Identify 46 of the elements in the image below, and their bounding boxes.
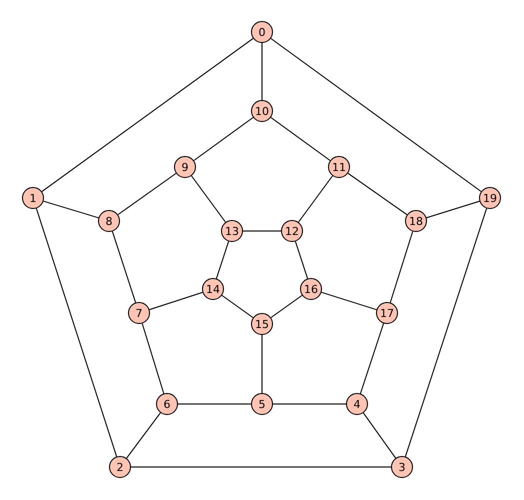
vertex-circle: 2 — [109, 456, 131, 478]
edge-line — [404, 208, 488, 458]
edge-line — [294, 240, 308, 280]
edge-line — [130, 466, 392, 468]
vertex-circle: 15 — [251, 313, 273, 335]
vertex-circle: 18 — [405, 210, 427, 232]
vertex-circle: 8 — [98, 210, 120, 232]
edge-line — [242, 230, 282, 232]
edge-line — [321, 292, 377, 310]
vertex-circle: 3 — [391, 456, 413, 478]
edge-line — [348, 172, 408, 216]
vertex-circle: 9 — [174, 156, 196, 178]
vertex-circle: 14 — [202, 278, 224, 300]
vertex-circle: 11 — [328, 156, 350, 178]
edge-line — [126, 412, 161, 459]
vertex-circle: 5 — [251, 393, 273, 415]
vertex-circle: 1 — [22, 187, 44, 209]
vertex-circle: 17 — [376, 302, 398, 324]
edge-line — [270, 116, 331, 162]
vertex-circle: 6 — [156, 393, 178, 415]
edge-line — [270, 38, 482, 192]
vertex-circle: 10 — [251, 100, 273, 122]
edge-line — [117, 172, 177, 216]
vertex-circle: 13 — [221, 220, 243, 242]
edge-line — [390, 231, 414, 303]
vertex-circle: 12 — [281, 220, 303, 242]
edge-line — [298, 175, 333, 223]
edge-line — [216, 240, 230, 280]
edge-line — [360, 322, 384, 394]
edge-line — [362, 412, 396, 459]
edge-line — [41, 38, 254, 192]
vertex-circle: 7 — [128, 302, 150, 324]
edge-line — [43, 200, 99, 218]
edge-line — [36, 208, 118, 458]
vertex-circle: 16 — [300, 278, 322, 300]
edge-line — [193, 116, 254, 162]
vertex-circle: 19 — [479, 187, 501, 209]
vertex-circle: 0 — [251, 21, 273, 43]
vertex-circle: 4 — [346, 393, 368, 415]
edge-line — [270, 294, 303, 318]
edge-line — [148, 292, 204, 310]
edge-line — [426, 200, 480, 218]
edge-line — [112, 230, 136, 304]
edge-line — [221, 294, 254, 318]
edge-line — [191, 175, 226, 223]
edge-line — [142, 323, 164, 394]
